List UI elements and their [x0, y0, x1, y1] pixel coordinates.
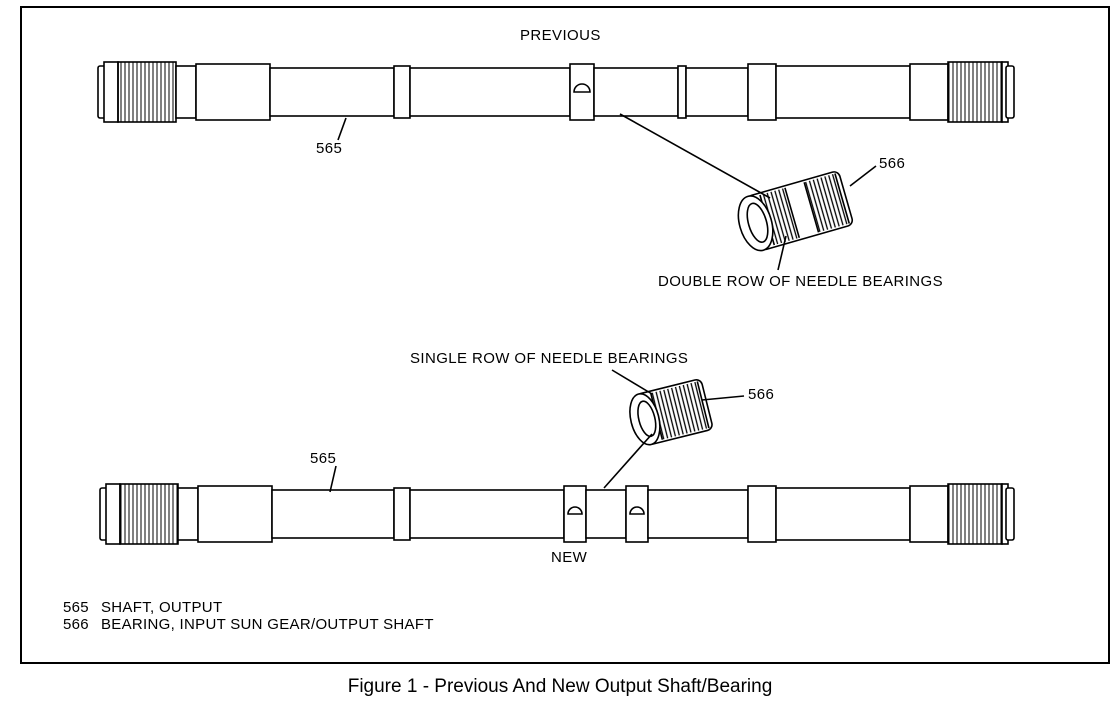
figure-frame [20, 6, 1110, 664]
legend-item: 565 SHAFT, OUTPUT [63, 599, 222, 616]
legend-number: 566 [63, 616, 89, 633]
new-label: NEW [551, 549, 588, 566]
shaft-previous [97, 61, 1015, 123]
bearing-single-row [629, 379, 713, 446]
legend-text: BEARING, INPUT SUN GEAR/OUTPUT SHAFT [101, 616, 434, 633]
single-row-label: SINGLE ROW OF NEEDLE BEARINGS [410, 350, 689, 367]
shaft-callout-new: 565 [310, 450, 337, 467]
bearing-double-row [737, 171, 854, 252]
legend-number: 565 [63, 599, 89, 616]
leader-lines [329, 113, 877, 493]
bearing-callout-previous: 566 [879, 155, 906, 172]
shaft-new [99, 483, 1015, 545]
previous-label: PREVIOUS [520, 27, 601, 44]
bearing-callout-new: 566 [748, 386, 775, 403]
legend-item: 566 BEARING, INPUT SUN GEAR/OUTPUT SHAFT [63, 616, 434, 633]
figure-caption: Figure 1 - Previous And New Output Shaft… [347, 676, 773, 697]
shaft-callout-previous: 565 [316, 140, 343, 157]
legend-text: SHAFT, OUTPUT [101, 599, 223, 616]
double-row-label: DOUBLE ROW OF NEEDLE BEARINGS [658, 273, 943, 290]
